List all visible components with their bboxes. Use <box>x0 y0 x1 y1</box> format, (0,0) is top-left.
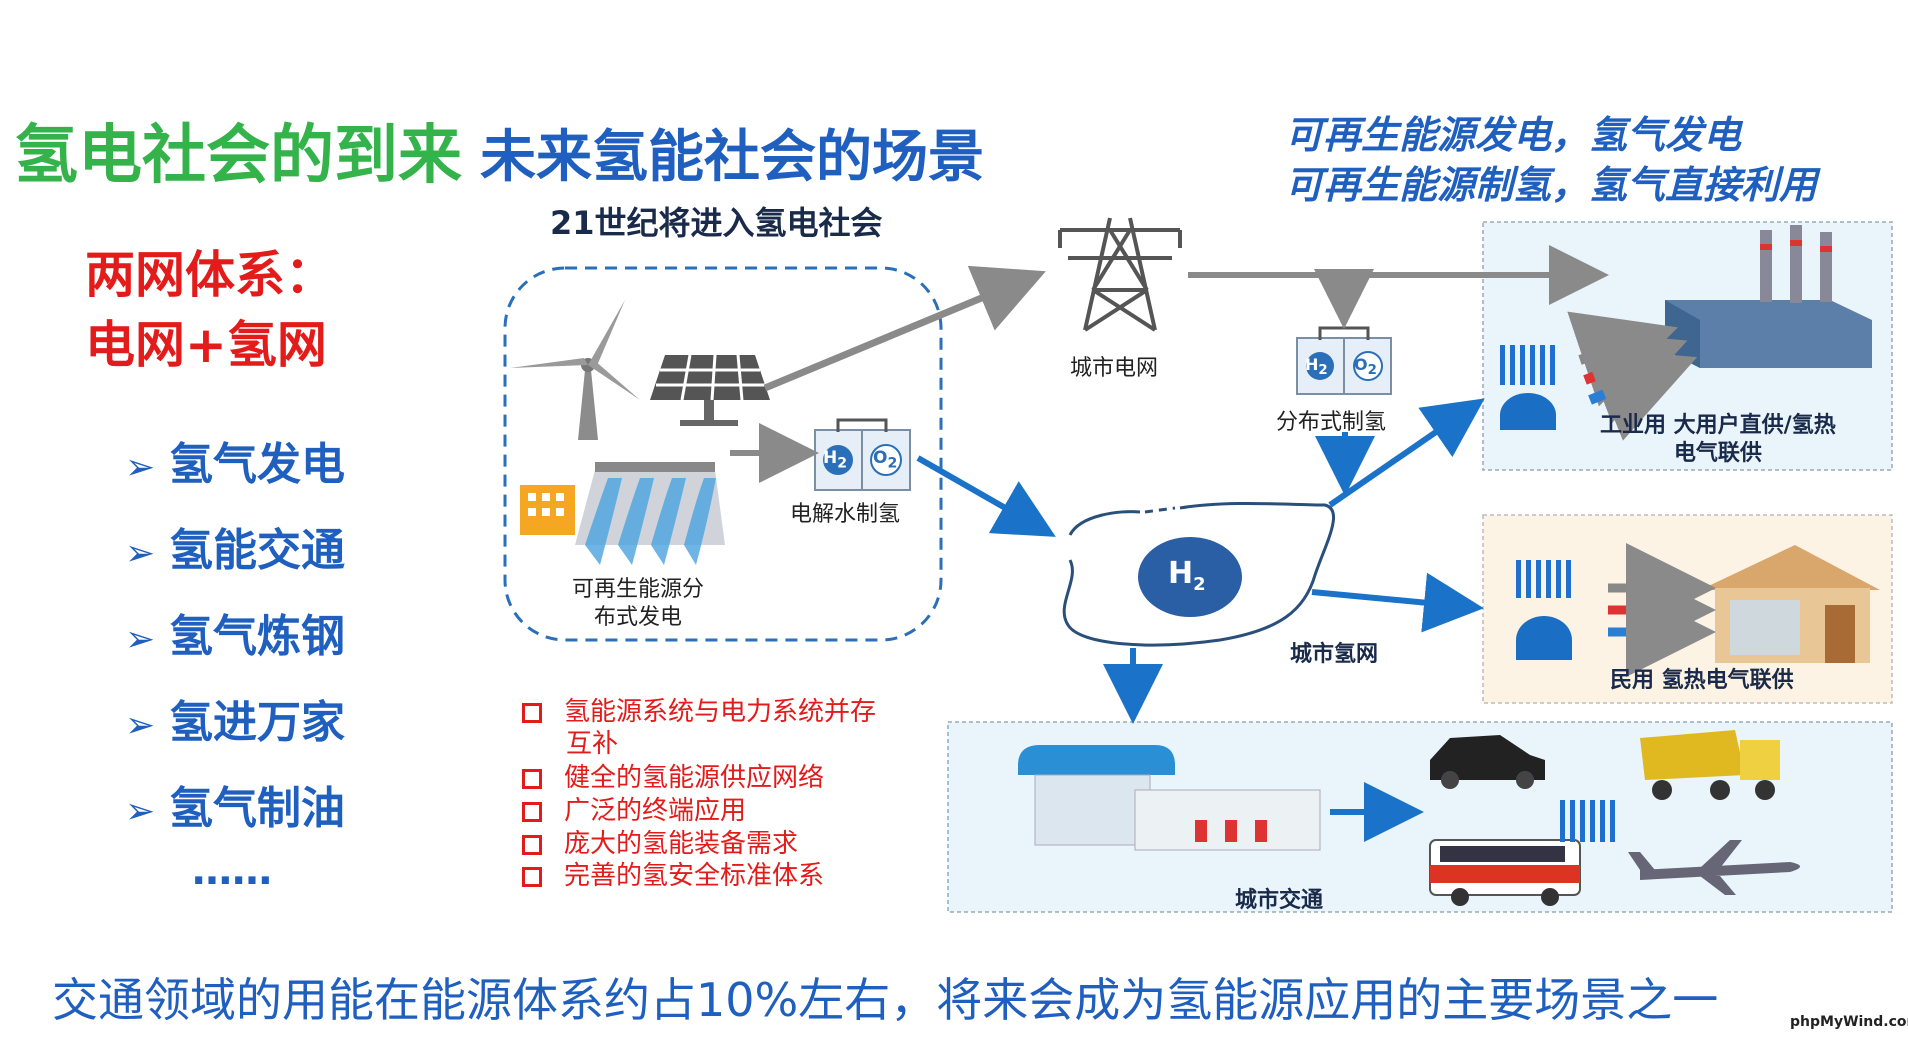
o2-cell-label: O2 <box>873 448 898 472</box>
bus-icon <box>1429 839 1581 906</box>
city-transport-label: 城市交通 <box>1235 888 1324 913</box>
diagram-caption: 21世纪将进入氢电社会 <box>550 204 883 242</box>
two-network-line-2: 电网+氢网 <box>85 316 327 374</box>
arrow-right-icon: ➢ <box>125 618 156 660</box>
electrolyzer-icon <box>814 418 911 491</box>
list-item: ➢氢进万家 <box>125 697 345 748</box>
checkbox-square-icon <box>522 768 542 789</box>
car-icon <box>1430 735 1545 789</box>
top-note-line-2: 可再生能源制氢，氢气直接利用 <box>1285 163 1818 207</box>
o2-cell-label: O2 <box>1354 355 1377 379</box>
airplane-icon <box>1628 840 1800 895</box>
list-item: ➢氢气炼钢 <box>125 611 345 662</box>
energy-flow-arrows <box>1567 311 1698 441</box>
arrow-right-icon: ➢ <box>125 446 156 488</box>
checkbox-square-icon <box>522 702 542 723</box>
watermark: phpMyWind.com <box>1790 1014 1908 1030</box>
page-subtitle: 未来氢能社会的场景 <box>480 125 984 190</box>
city-h2-network-label: 城市氢网 <box>1290 642 1379 667</box>
feature-bullet: 健全的氢能源供应网络 <box>522 762 824 794</box>
feature-bullet: 氢能源系统与电力系统并存 <box>522 696 876 728</box>
distributed-h2-label: 分布式制氢 <box>1276 410 1387 435</box>
feature-bullet-continuation: 互补 <box>566 729 619 759</box>
two-network-line-1: 两网体系： <box>85 246 335 304</box>
truck-icon <box>1640 730 1780 800</box>
arrow-right-icon: ➢ <box>125 790 156 832</box>
two-network-heading: 两网体系： 电网+氢网 <box>85 240 335 380</box>
flow-arrows <box>730 245 1609 724</box>
hydrogen-network-outline <box>1062 501 1336 647</box>
top-note-line-1: 可再生能源发电，氢气发电 <box>1285 113 1742 157</box>
checkbox-square-icon <box>522 866 542 887</box>
hydrogen-storage-icon <box>1560 800 1615 842</box>
h2-cell-label: H2 <box>1305 355 1328 379</box>
electrolysis-label: 电解水制氢 <box>790 502 901 527</box>
hydrogen-storage-icon <box>1500 345 1556 430</box>
hydrogen-storage-icon <box>1516 560 1572 660</box>
bottom-statement: 交通领域的用能在能源体系约占10%左右，将来会成为氢能源应用的主要场景之一 <box>52 973 1719 1027</box>
distributed-electrolyzer-icon <box>1296 326 1392 395</box>
list-item: ➢氢气发电 <box>125 439 345 490</box>
arrow-right-icon: ➢ <box>125 704 156 746</box>
feature-bullet: 完善的氢安全标准体系 <box>522 860 824 892</box>
wind-turbine-icon <box>510 300 640 440</box>
h2-node <box>1138 537 1242 617</box>
industrial-label: 工业用 大用户直供/氢热电气联供 <box>1600 413 1836 466</box>
solar-panel-icon <box>650 354 770 426</box>
top-note: 可再生能源发电，氢气发电 可再生能源制氢，氢气直接利用 <box>1285 110 1817 210</box>
energy-flow-arrows <box>1608 543 1716 677</box>
h2-node-label: H2 <box>1168 556 1206 595</box>
house-icon <box>1700 545 1880 663</box>
checkbox-square-icon <box>522 834 542 855</box>
arrow-right-icon: ➢ <box>125 532 156 574</box>
h2-cell-label: H2 <box>823 448 848 472</box>
hydro-dam-icon <box>520 462 725 565</box>
renewable-label: 可再生能源分布式发电 <box>572 577 705 630</box>
feature-bullet: 庞大的氢能装备需求 <box>522 828 798 860</box>
feature-bullet: 广泛的终端应用 <box>522 795 746 827</box>
city-grid-label: 城市电网 <box>1070 356 1159 381</box>
checkbox-square-icon <box>522 801 542 822</box>
power-tower-icon <box>1058 217 1182 332</box>
list-item: ➢氢能交通 <box>125 525 345 576</box>
page-title: 氢电社会的到来 <box>14 119 462 193</box>
list-item: ➢氢气制油 <box>125 783 345 834</box>
civil-label: 民用 氢热电气联供 <box>1610 668 1794 693</box>
hydrogen-station-icon <box>1018 745 1321 851</box>
ellipsis: …… <box>192 848 272 894</box>
